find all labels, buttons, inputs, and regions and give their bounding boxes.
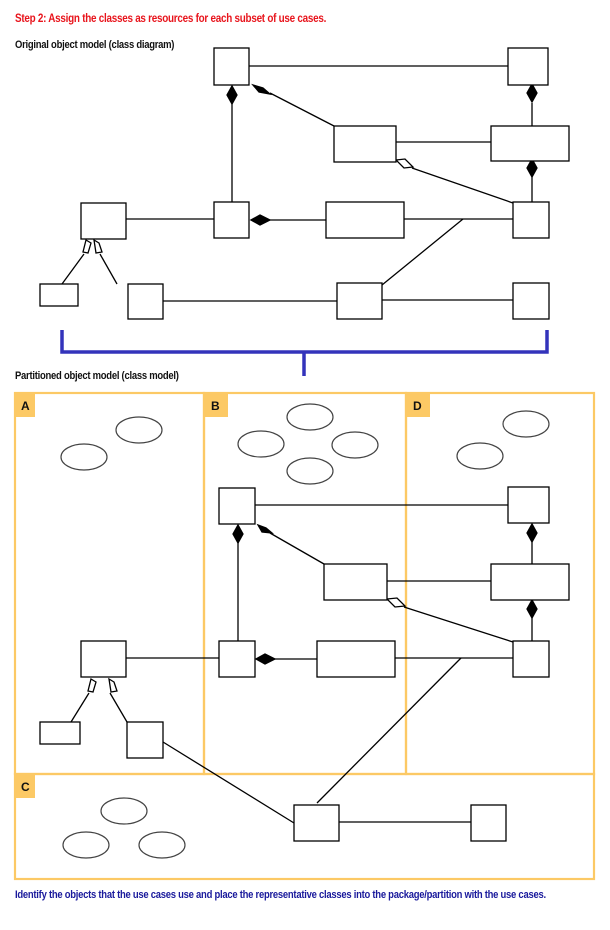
class-box: [325, 201, 405, 239]
partitioned-model-label: Partitioned object model (class model): [15, 370, 179, 382]
package-tag-bg: [406, 393, 430, 417]
class-box: [80, 202, 127, 240]
class-box: [507, 486, 550, 524]
step-title: Step 2: Assign the classes as resources …: [15, 13, 327, 25]
partition-bracket: [60, 330, 549, 376]
class-box: [470, 804, 507, 842]
use-case-ellipse-a1[interactable]: [115, 416, 163, 444]
class-box: [333, 125, 397, 163]
package-tag-label: D: [413, 399, 422, 413]
composition-diamond: [251, 83, 273, 96]
package-tag-c[interactable]: C: [15, 774, 35, 798]
class-box: [323, 563, 388, 601]
composition-diamond: [526, 598, 538, 620]
aggregation-line: [109, 692, 128, 723]
composition-diamond: [249, 214, 272, 226]
original-class-diagram: [39, 47, 570, 320]
package-tag-a[interactable]: A: [15, 393, 35, 417]
package-tag-b[interactable]: B: [204, 393, 228, 417]
composition-diamond: [526, 82, 538, 104]
use-case-ellipse-b1[interactable]: [286, 403, 334, 431]
use-case-ellipse-c1[interactable]: [100, 797, 148, 825]
aggregation-line: [411, 167, 514, 204]
class-box: [336, 282, 383, 320]
aggregation-diamond: [385, 597, 407, 608]
partitioned-class-diagram: [39, 486, 570, 842]
class-box: [126, 721, 164, 759]
use-case-ellipse-b4[interactable]: [286, 457, 334, 485]
class-box: [218, 487, 256, 525]
class-box: [39, 283, 79, 307]
bracket-line: [60, 330, 549, 354]
class-box: [512, 640, 550, 678]
association-line: [316, 657, 462, 804]
package-tag-bg: [15, 393, 35, 417]
use-case-ellipse-b2[interactable]: [237, 430, 285, 458]
aggregation-line: [403, 606, 514, 643]
aggregation-diamond: [93, 238, 103, 254]
aggregation-line: [99, 253, 118, 285]
package-tag-label: B: [211, 399, 220, 413]
composition-line: [269, 532, 325, 565]
class-box: [507, 47, 549, 86]
class-box: [80, 640, 127, 678]
class-box: [39, 721, 81, 745]
use-case-ellipse-d1[interactable]: [502, 410, 550, 438]
class-box: [512, 282, 550, 320]
use-cases: [60, 403, 550, 859]
class-box: [213, 47, 250, 86]
package-c-border: [13, 772, 596, 881]
class-box: [213, 201, 250, 239]
package-tag-label: C: [21, 780, 30, 794]
package-tag-d[interactable]: D: [406, 393, 430, 417]
package-a-border: [13, 391, 206, 776]
aggregation-diamond: [82, 238, 92, 254]
aggregation-line: [61, 253, 85, 285]
use-case-ellipse-b3[interactable]: [331, 431, 379, 459]
composition-diamond: [526, 157, 538, 179]
class-box: [218, 640, 256, 678]
class-box: [316, 640, 396, 678]
composition-diamond: [232, 523, 244, 545]
original-model-label: Original object model (class diagram): [15, 39, 175, 51]
composition-diamond: [526, 522, 538, 544]
aggregation-diamond: [87, 677, 97, 693]
aggregation-diamond: [108, 677, 118, 693]
use-case-ellipse-c3[interactable]: [138, 831, 186, 859]
aggregation-line: [70, 692, 90, 723]
class-box: [293, 804, 340, 842]
use-case-ellipse-a2[interactable]: [60, 443, 108, 471]
class-box: [490, 563, 570, 601]
package-tag-bg: [15, 774, 35, 798]
class-box: [127, 283, 164, 320]
package-tag-bg: [204, 393, 228, 417]
association-line: [381, 218, 464, 286]
use-case-ellipse-d2[interactable]: [456, 442, 504, 470]
composition-line: [269, 92, 335, 127]
caption: Identify the objects that the use cases …: [15, 889, 546, 901]
composition-diamond: [254, 653, 277, 665]
composition-diamond: [256, 523, 275, 534]
packages: [13, 391, 596, 881]
aggregation-diamond: [394, 158, 415, 169]
use-case-ellipse-c2[interactable]: [62, 831, 110, 859]
class-box: [512, 201, 550, 239]
association-line: [162, 741, 295, 824]
composition-diamond: [226, 84, 238, 106]
class-box: [490, 125, 570, 162]
package-tag-label: A: [21, 399, 30, 413]
